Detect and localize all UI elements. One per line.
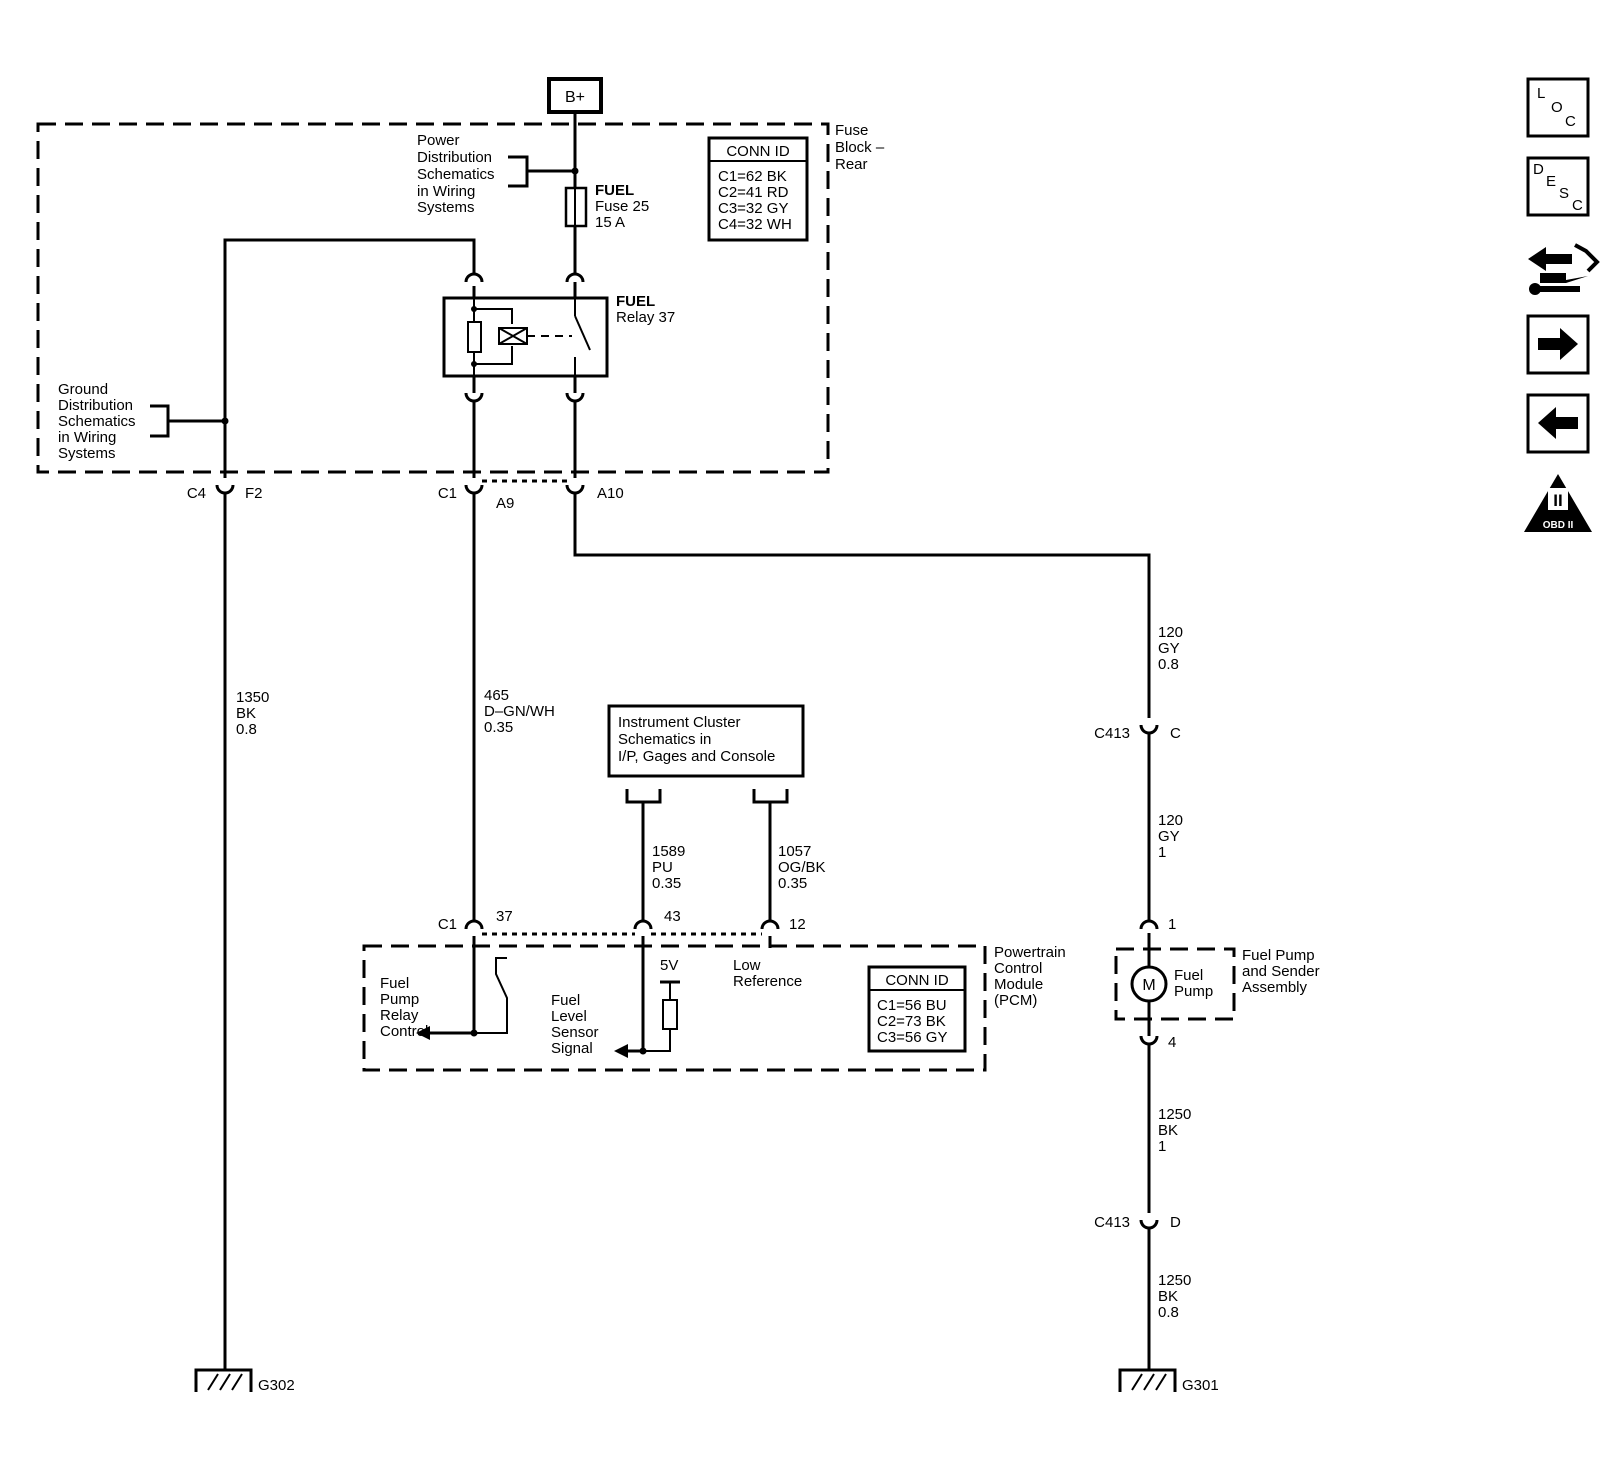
pump-pin-4 [1139,1035,1159,1046]
conn-a10-label: A10 [597,485,624,502]
pcm-pin-43-label: 43 [664,908,681,925]
fuse-block-outline [36,122,830,474]
desc-icon[interactable]: D E S C [1526,156,1590,217]
pcm-pin-12 [760,919,780,930]
svg-text:O: O [1551,99,1563,116]
wire-1057-label: 1057 OG/BK 0.35 [778,843,830,892]
loc-icon[interactable]: L O C [1526,77,1590,138]
conn-a9-label: A9 [496,495,514,512]
connector-a10 [565,484,585,495]
fuse-block-conn-id-box [707,136,809,242]
ic-terminal-1057 [752,789,789,804]
fuel-pump-assembly-label: Fuel Pump and Sender Assembly [1242,947,1324,996]
relay-terminal-top-right [565,272,585,283]
ground-ref-bracket [150,404,170,438]
arrow-left-icon[interactable] [1526,393,1590,454]
wire-1250-a-label: 1250 BK 1 [1158,1106,1196,1155]
ground-g302-icon [194,1368,253,1392]
c413-c-name: C413 [1094,725,1130,742]
wrench-arrows-icon[interactable] [1528,243,1600,295]
sensor-signal-arrow [614,1044,628,1058]
pcm-5v-label: 5V [660,957,678,974]
wire-1589-label: 1589 PU 0.35 [652,843,690,892]
wire-120-b-label: 120 GY 1 [1158,812,1187,861]
fuse-block-conn-id-list: C1=62 BK C2=41 RD C3=32 GY C4=32 WH [718,168,793,233]
fuel-pump-assembly-outline [1114,947,1236,1021]
pcm-conn-c1-label: C1 [438,916,457,933]
low-reference-label: Low Reference [733,957,802,990]
ground-g301-label: G301 [1182,1377,1219,1394]
pcm-label: Powertrain Control Module (PCM) [994,944,1070,1009]
ground-distribution-ref: Ground Distribution Schematics in Wiring… [58,381,140,462]
relay-coil-resistor [467,321,482,353]
wire-120-a [573,493,1151,718]
fuse-block-conn-id-title: CONN ID [726,143,790,160]
pump-pin-1-label: 1 [1168,916,1176,933]
pcm-pin-43 [633,919,653,930]
pump-pin-4-label: 4 [1168,1034,1176,1051]
relay-terminal-top-left [464,272,484,283]
conn-f2-label: F2 [245,485,263,502]
conn-c4-label: C4 [187,485,206,502]
pcm-pin-37-label: 37 [496,908,513,925]
c413-d-pin: D [1170,1214,1181,1231]
pcm-conn-id-list: C1=56 BU C2=73 BK C3=56 GY [877,997,951,1046]
wire-1350-label: 1350 BK 0.8 [236,689,274,738]
fuse-block-label: Fuse Block – Rear [835,122,888,173]
instrument-cluster-box [607,704,805,778]
c413-d-name: C413 [1094,1214,1130,1231]
wire-1250-b-label: 1250 BK 0.8 [1158,1272,1196,1321]
svg-text:C: C [1565,113,1576,130]
connector-c413-d [1139,1219,1159,1230]
relay-terminal-bottom-right [565,392,585,403]
pcm-pin-12-label: 12 [789,916,806,933]
relay-control-label: Fuel Pump Relay Control [380,975,428,1040]
power-ref-bracket [508,155,529,188]
arrow-right-icon[interactable] [1526,314,1590,375]
pump-pin-1 [1139,919,1159,930]
svg-text:L: L [1537,85,1545,102]
sensor-signal-label: Fuel Level Sensor Signal [551,992,603,1057]
motor-symbol: M [1142,977,1155,994]
wire-465-label: 465 D–GN/WH 0.35 [484,687,559,736]
connector-c413-c [1139,724,1159,735]
svg-text:S: S [1559,185,1569,202]
ground-g302-label: G302 [258,1377,295,1394]
relay-control-arrow [416,1026,430,1040]
svg-text:C: C [1572,197,1583,214]
relay-coil-feed-wire [223,238,476,478]
svg-text:D: D [1533,161,1544,178]
obd-ii-icon[interactable]: II OBD II [1524,474,1592,532]
b-plus-label: B+ [565,89,585,106]
instrument-cluster-ref: Instrument Cluster Schematics in I/P, Ga… [618,714,775,765]
pullup-resistor [662,999,678,1030]
relay-terminal-bottom-left [464,392,484,403]
fuel-fuse-label: FUEL Fuse 25 15 A [595,182,653,231]
ic-terminal-1589 [625,789,662,804]
power-distribution-ref: Power Distribution Schematics in Wiring … [417,132,499,216]
conn-c1-label: C1 [438,485,457,502]
fuel-pump-label: Fuel Pump [1174,967,1213,1000]
pcm-pin-37 [464,919,484,930]
ground-g301-icon [1118,1368,1177,1392]
svg-text:OBD II: OBD II [1543,520,1574,531]
pcm-conn-id-box [867,965,967,1053]
wire-120-a-label: 120 GY 0.8 [1158,624,1187,673]
svg-text:E: E [1546,173,1556,190]
pcm-outline [362,944,987,1072]
connector-c1-a9 [464,484,484,495]
pcm-conn-id-title: CONN ID [885,972,949,989]
svg-text:II: II [1553,491,1562,510]
fuel-relay-label: FUEL Relay 37 [616,293,675,326]
c413-c-pin: C [1170,725,1181,742]
pcm-driver-switch [474,957,508,1034]
connector-c4-f2 [215,484,235,495]
relay-switch-contact [574,315,591,351]
